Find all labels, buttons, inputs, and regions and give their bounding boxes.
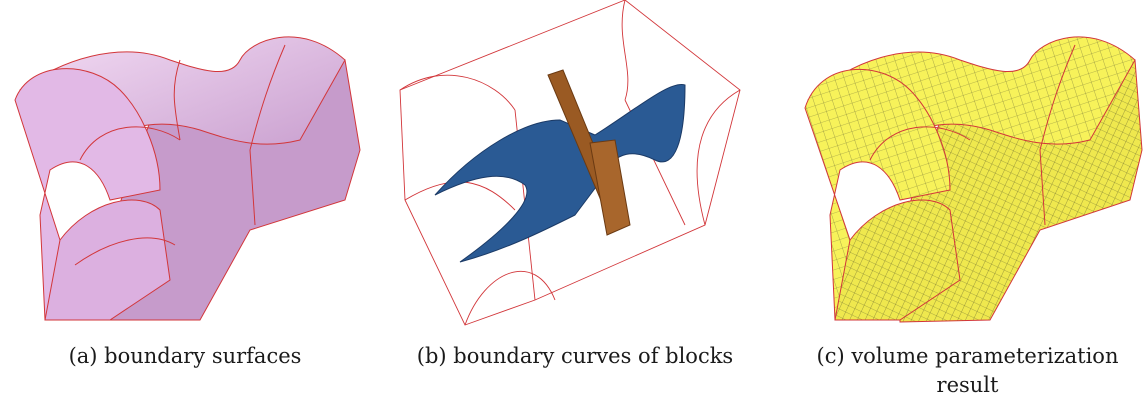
caption-a: (a) boundary surfaces — [68, 344, 302, 368]
block-curves-render — [399, 0, 741, 326]
caption-c-line1: (c) volume parameterization — [816, 344, 1119, 368]
panel-volume-parameterization — [790, 0, 1146, 330]
boundary-surfaces-render — [14, 36, 361, 321]
panel-boundary-surfaces — [0, 0, 380, 330]
volume-mesh-render — [804, 36, 1143, 323]
caption-b: (b) boundary curves of blocks — [416, 344, 734, 368]
caption-c-line2: result — [936, 373, 999, 397]
panel-block-curves — [385, 0, 765, 330]
